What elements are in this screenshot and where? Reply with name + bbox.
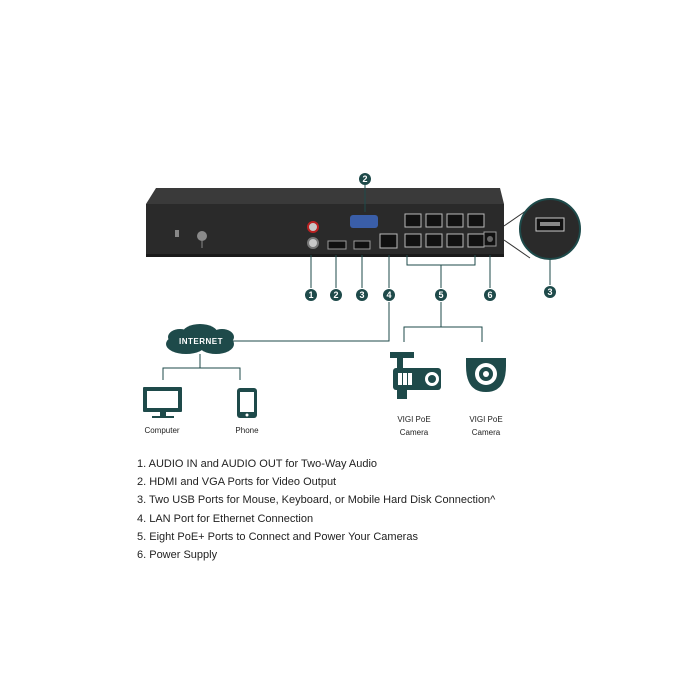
lan-connection-line <box>232 302 390 342</box>
phone-label: Phone <box>235 426 259 435</box>
usb-zoom-callout <box>503 198 581 260</box>
phone-icon <box>237 388 257 418</box>
callout-badge-2-top: 2 <box>359 173 371 185</box>
svg-text:3: 3 <box>547 287 552 297</box>
feature-legend: 1. AUDIO IN and AUDIO OUT for Two-Way Au… <box>137 455 495 564</box>
ground-screw-icon <box>197 231 207 241</box>
svg-text:2: 2 <box>362 174 367 184</box>
svg-text:5: 5 <box>438 290 443 300</box>
nvr-device <box>146 188 504 257</box>
internet-cloud-icon: INTERNET <box>166 324 234 354</box>
callout-badge-3: 3 <box>356 289 368 301</box>
camera1-label-line2: Camera <box>400 428 429 437</box>
turret-camera-icon <box>466 358 506 392</box>
svg-text:3: 3 <box>359 290 364 300</box>
svg-text:6: 6 <box>487 290 492 300</box>
poe-branch-lines <box>403 302 483 342</box>
callout-badge-1: 1 <box>305 289 317 301</box>
callout-badge-3-zoom: 3 <box>544 286 556 298</box>
computer-label: Computer <box>144 426 179 435</box>
audio-out-port <box>307 237 319 249</box>
legend-item: 5. Eight PoE+ Ports to Connect and Power… <box>137 530 418 543</box>
lan-port <box>379 233 398 249</box>
hdmi-port <box>327 240 347 250</box>
legend-item: 3. Two USB Ports for Mouse, Keyboard, or… <box>137 494 496 507</box>
callout-badge-4: 4 <box>383 289 395 301</box>
callout-badge-6: 6 <box>484 289 496 301</box>
poe-ports <box>404 213 485 248</box>
computer-icon <box>143 387 182 418</box>
internet-branch-lines <box>162 354 241 380</box>
lock-slot-icon <box>175 230 179 237</box>
camera2-label-line2: Camera <box>472 428 501 437</box>
usb-port <box>353 240 371 250</box>
vga-port <box>350 215 378 228</box>
legend-item: 2. HDMI and VGA Ports for Video Output <box>137 476 337 489</box>
svg-text:2: 2 <box>333 290 338 300</box>
camera2-label-line1: VIGI PoE <box>469 415 502 424</box>
legend-item: 6. Power Supply <box>137 549 218 562</box>
callout-badge-5: 5 <box>435 289 447 301</box>
internet-label: INTERNET <box>179 337 223 346</box>
callout-leaders <box>310 185 551 288</box>
callout-badge-2: 2 <box>330 289 342 301</box>
legend-item: 4. LAN Port for Ethernet Connection <box>137 512 314 525</box>
bullet-camera-icon <box>390 352 441 399</box>
audio-in-port <box>307 221 319 233</box>
legend-item: 1. AUDIO IN and AUDIO OUT for Two-Way Au… <box>137 458 378 470</box>
svg-text:4: 4 <box>386 290 391 300</box>
svg-text:1: 1 <box>308 290 313 300</box>
camera1-label-line1: VIGI PoE <box>397 415 430 424</box>
